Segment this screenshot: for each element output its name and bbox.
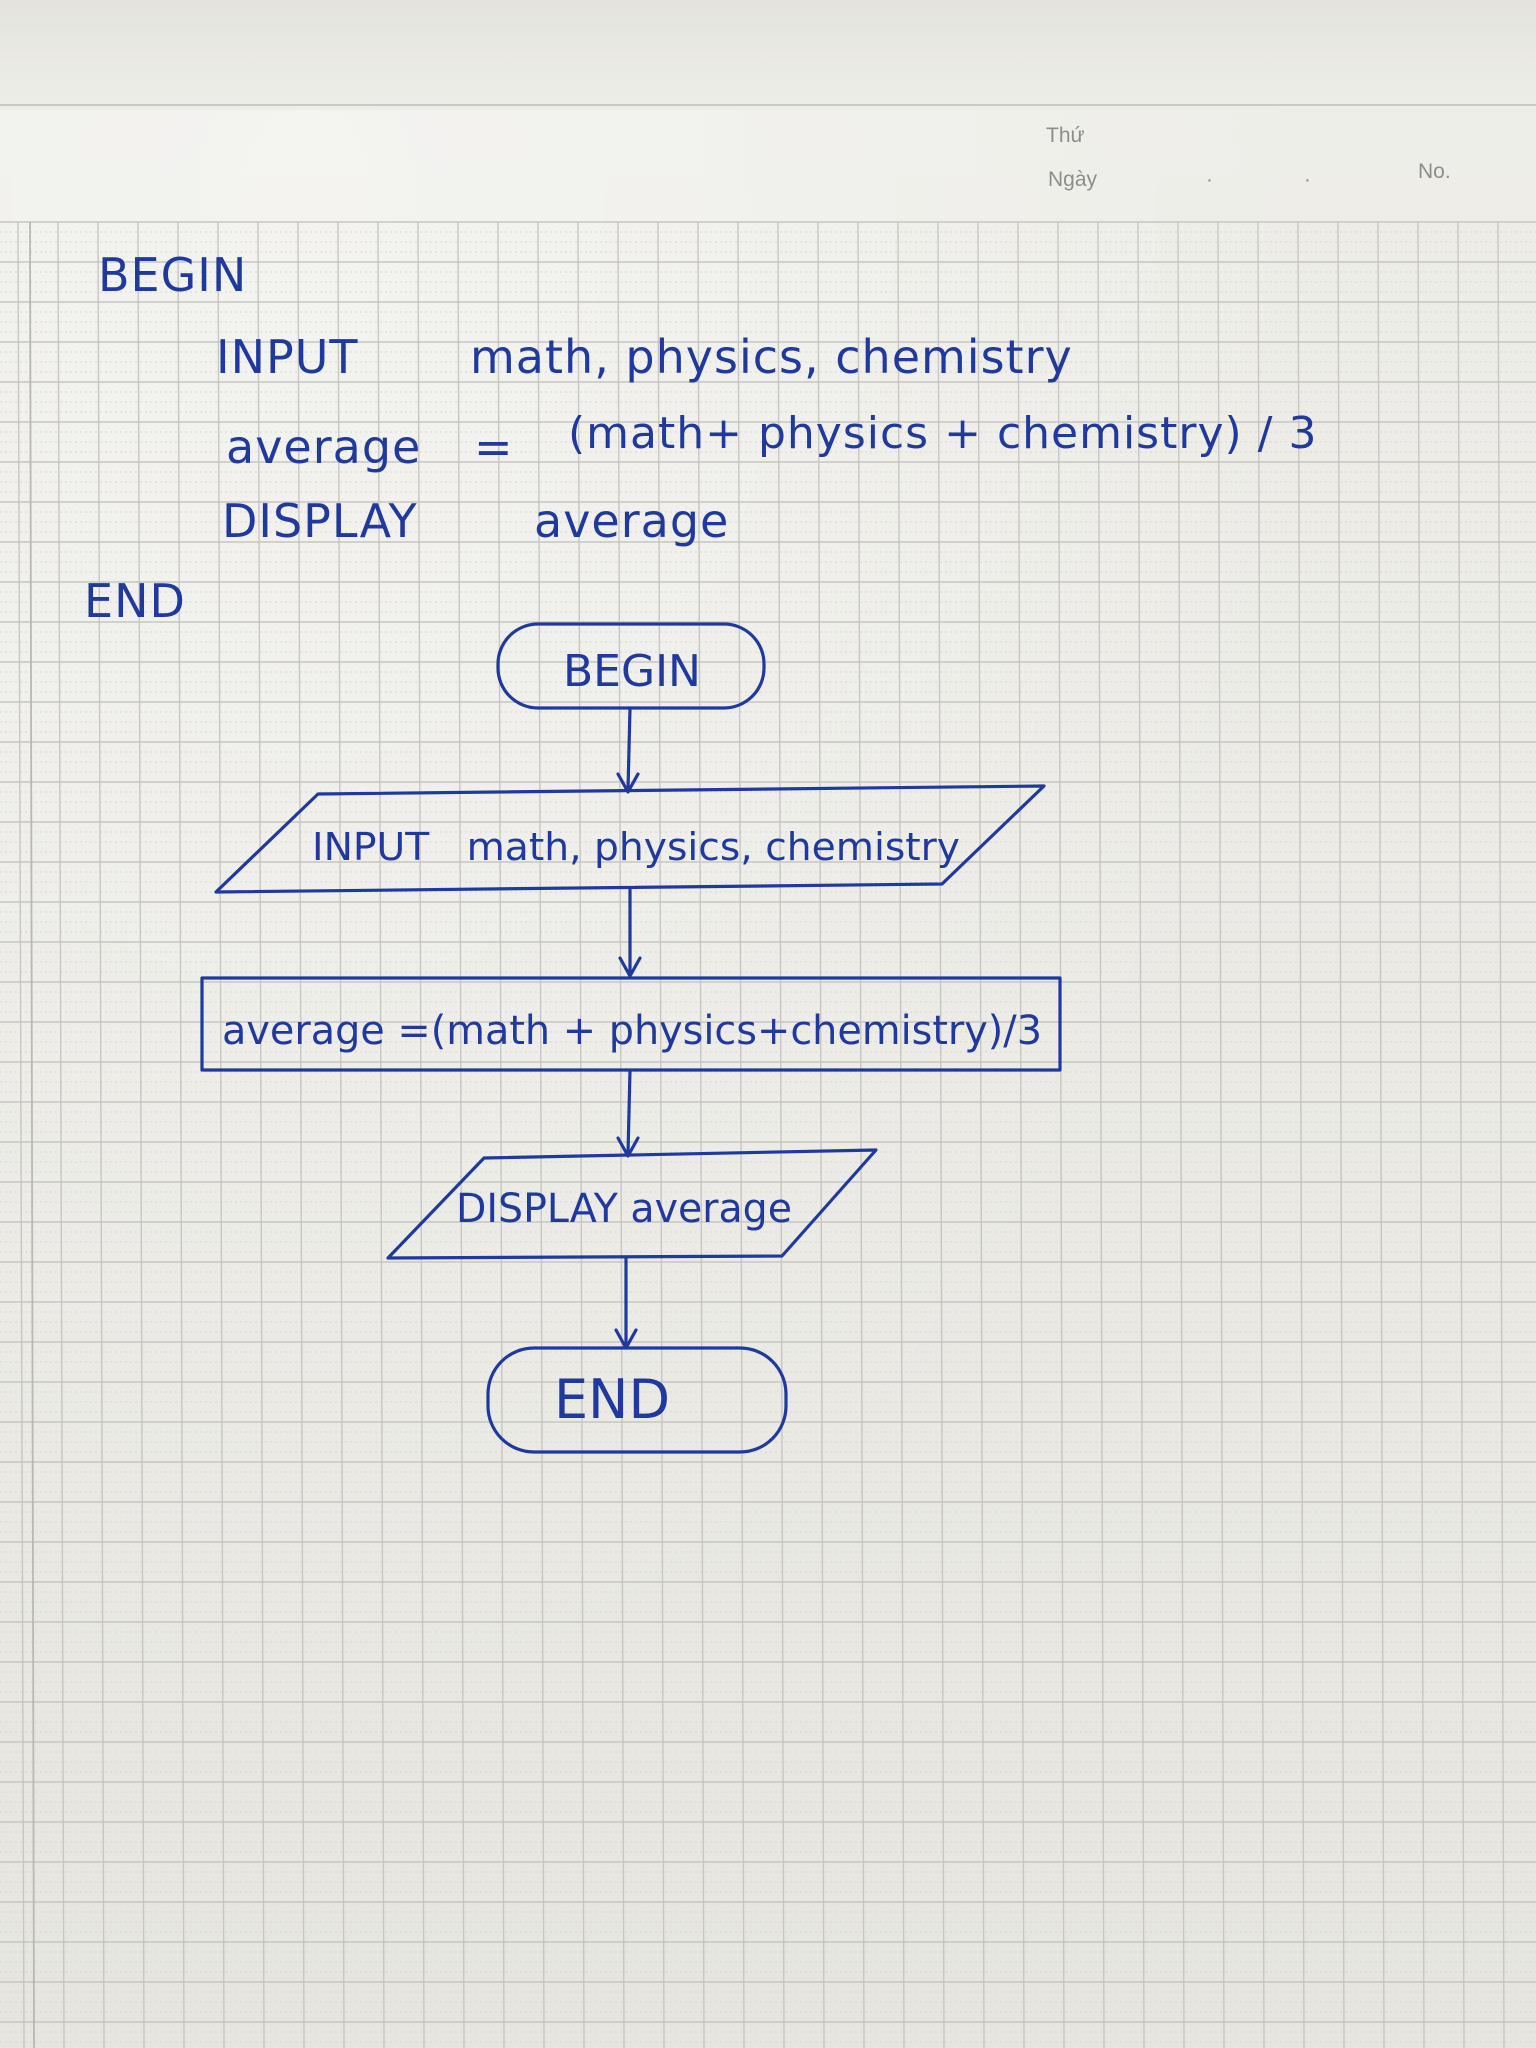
grid-line [897, 221, 905, 2048]
grid-line [1417, 221, 1425, 2048]
grid-line [137, 221, 145, 2048]
grid-line [537, 221, 545, 2048]
grid-line [577, 221, 585, 2048]
flow-input-parallelogram [214, 784, 1046, 894]
grid-line [737, 221, 745, 2048]
flow-input-label: INPUT math, physics, chemistry [312, 825, 960, 869]
grid-line [1217, 221, 1225, 2048]
grid-line [1457, 221, 1465, 2048]
grid-line [1337, 221, 1345, 2048]
grid-line [337, 221, 345, 2048]
flow-output-label: DISPLAY average [456, 1186, 792, 1232]
grid-line [417, 221, 425, 2048]
grid-line [17, 221, 25, 2048]
flow-end-label: END [554, 1368, 670, 1431]
grid-line [377, 221, 385, 2048]
grid-line [817, 221, 825, 2048]
grid-line [857, 221, 865, 2048]
date-label: Ngày [1048, 168, 1098, 191]
notebook-grid [0, 221, 1536, 2048]
pseudo-display-var: average [534, 494, 730, 548]
margin-line [29, 221, 35, 2048]
pseudo-input-keyword: INPUT [216, 330, 359, 384]
pseudo-begin: BEGIN [98, 248, 248, 302]
grid-line [177, 221, 185, 2048]
pseudo-end: END [84, 574, 186, 628]
pseudo-assign-lhs: average [226, 420, 422, 474]
pseudo-input-vars: math, physics, chemistry [470, 330, 1073, 384]
date-dot: · [1206, 168, 1213, 191]
grid-line [1297, 221, 1305, 2048]
flow-arrowhead-2 [618, 956, 642, 978]
grid-line [1057, 221, 1065, 2048]
grid-line [1017, 221, 1025, 2048]
grid-line [457, 221, 465, 2048]
grid-line [617, 221, 625, 2048]
pseudo-assign-op: = [474, 420, 514, 474]
grid-line [1137, 221, 1145, 2048]
flowchart [200, 622, 1062, 1454]
grid-line [937, 221, 945, 2048]
flow-arrow-1 [626, 706, 632, 792]
grid-line [657, 221, 665, 2048]
pseudo-display-keyword: DISPLAY [222, 494, 418, 548]
weekday-label: Thứ [1046, 124, 1085, 147]
header-rule [0, 104, 1536, 106]
grid-line [1497, 221, 1505, 2048]
grid-line [1257, 221, 1265, 2048]
date-dot: · [1304, 168, 1311, 191]
grid-line [777, 221, 785, 2048]
pseudo-assign-rhs: (math+ physics + chemistry) / 3 [568, 408, 1318, 459]
grid-line [57, 221, 65, 2048]
flow-start-label: BEGIN [563, 646, 701, 697]
previous-page-edge [0, 0, 1536, 110]
grid-line [1377, 221, 1385, 2048]
grid-line [497, 221, 505, 2048]
grid-line [217, 221, 225, 2048]
flow-process-label: average =(math + physics+chemistry)/3 [222, 1008, 1042, 1054]
grid-line [297, 221, 305, 2048]
flow-arrow-3 [626, 1068, 632, 1156]
flow-output-parallelogram [386, 1148, 878, 1260]
grid-line [977, 221, 985, 2048]
number-label: No. [1418, 160, 1451, 183]
grid-line [1097, 221, 1105, 2048]
grid-line [97, 221, 105, 2048]
grid-line [697, 221, 705, 2048]
grid-line [257, 221, 265, 2048]
grid-line [1177, 221, 1185, 2048]
flow-end-terminator [486, 1346, 788, 1454]
